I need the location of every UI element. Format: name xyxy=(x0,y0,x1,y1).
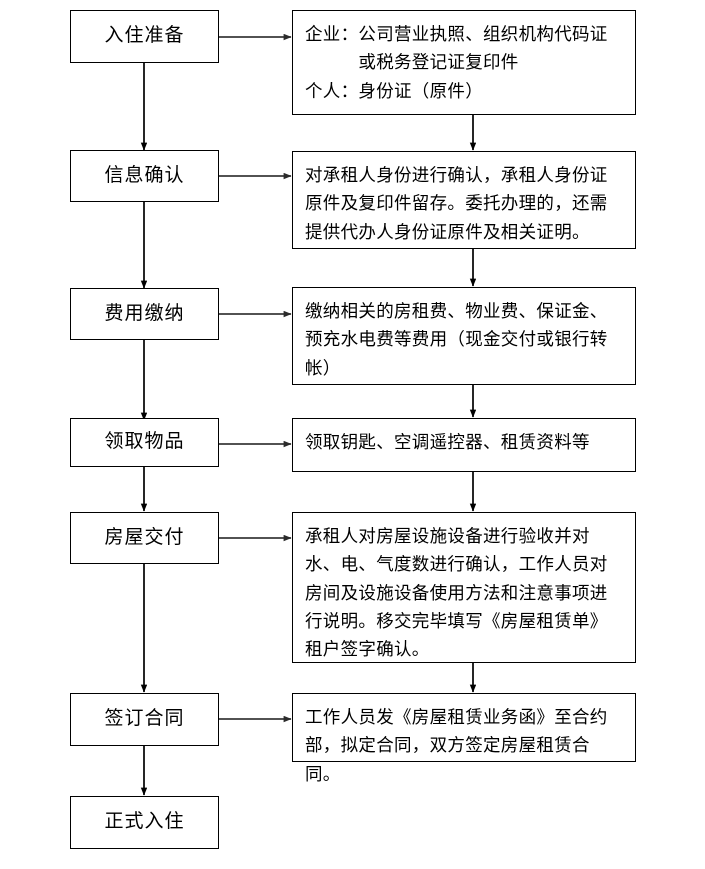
stage-node-qianding-hetong[interactable]: 签订合同 xyxy=(70,693,219,746)
stage-label: 费用缴纳 xyxy=(104,302,185,324)
stage-label: 房屋交付 xyxy=(104,526,185,548)
detail-node-qianding-hetong: 工作人员发《房屋租赁业务函》至合约部，拟定合同，双方签定房屋租赁合同。 xyxy=(292,693,636,784)
stage-label: 正式入住 xyxy=(104,811,185,833)
stage-label: 领取物品 xyxy=(104,431,185,453)
stage-node-feiyong-jiaona[interactable]: 费用缴纳 xyxy=(70,288,219,340)
detail-text: 企业：公司营业执照、组织机构代码证 或税务登记证复印件 个人：身份证（原件） xyxy=(305,24,608,101)
stage-node-zhengshi-ruzhu[interactable]: 正式入住 xyxy=(70,796,219,849)
detail-node-feiyong-jiaona: 缴纳相关的房租费、物业费、保证金、预充水电费等费用（现金交付或银行转帐） xyxy=(292,287,636,385)
detail-text: 对承租人身份进行确认，承租人身份证原件及复印件留存。委托办理的，还需提供代办人身… xyxy=(305,165,608,242)
stage-label: 签订合同 xyxy=(104,708,185,730)
stage-label: 信息确认 xyxy=(104,164,185,186)
detail-node-xinxi-queren: 对承租人身份进行确认，承租人身份证原件及复印件留存。委托办理的，还需提供代办人身… xyxy=(292,151,636,249)
stage-label: 入住准备 xyxy=(104,25,185,47)
detail-node-fangwu-jiaofu: 承租人对房屋设施设备进行验收并对水、电、气度数进行确认，工作人员对房间及设施设备… xyxy=(292,512,636,663)
detail-text: 缴纳相关的房租费、物业费、保证金、预充水电费等费用（现金交付或银行转帐） xyxy=(305,301,608,378)
detail-text: 工作人员发《房屋租赁业务函》至合约部，拟定合同，双方签定房屋租赁合同。 xyxy=(305,707,608,784)
detail-text: 领取钥匙、空调遥控器、租赁资料等 xyxy=(305,432,590,452)
stage-node-lingqu-wupin[interactable]: 领取物品 xyxy=(70,418,219,467)
stage-node-fangwu-jiaofu[interactable]: 房屋交付 xyxy=(70,512,219,564)
detail-text: 承租人对房屋设施设备进行验收并对水、电、气度数进行确认，工作人员对房间及设施设备… xyxy=(305,526,608,660)
detail-node-lingqu-wupin: 领取钥匙、空调遥控器、租赁资料等 xyxy=(292,418,636,472)
stage-node-ruzhu-zhunbei[interactable]: 入住准备 xyxy=(70,10,219,63)
detail-node-ruzhu-zhunbei: 企业：公司营业执照、组织机构代码证 或税务登记证复印件 个人：身份证（原件） xyxy=(292,10,636,115)
stage-node-xinxi-queren[interactable]: 信息确认 xyxy=(70,150,219,202)
